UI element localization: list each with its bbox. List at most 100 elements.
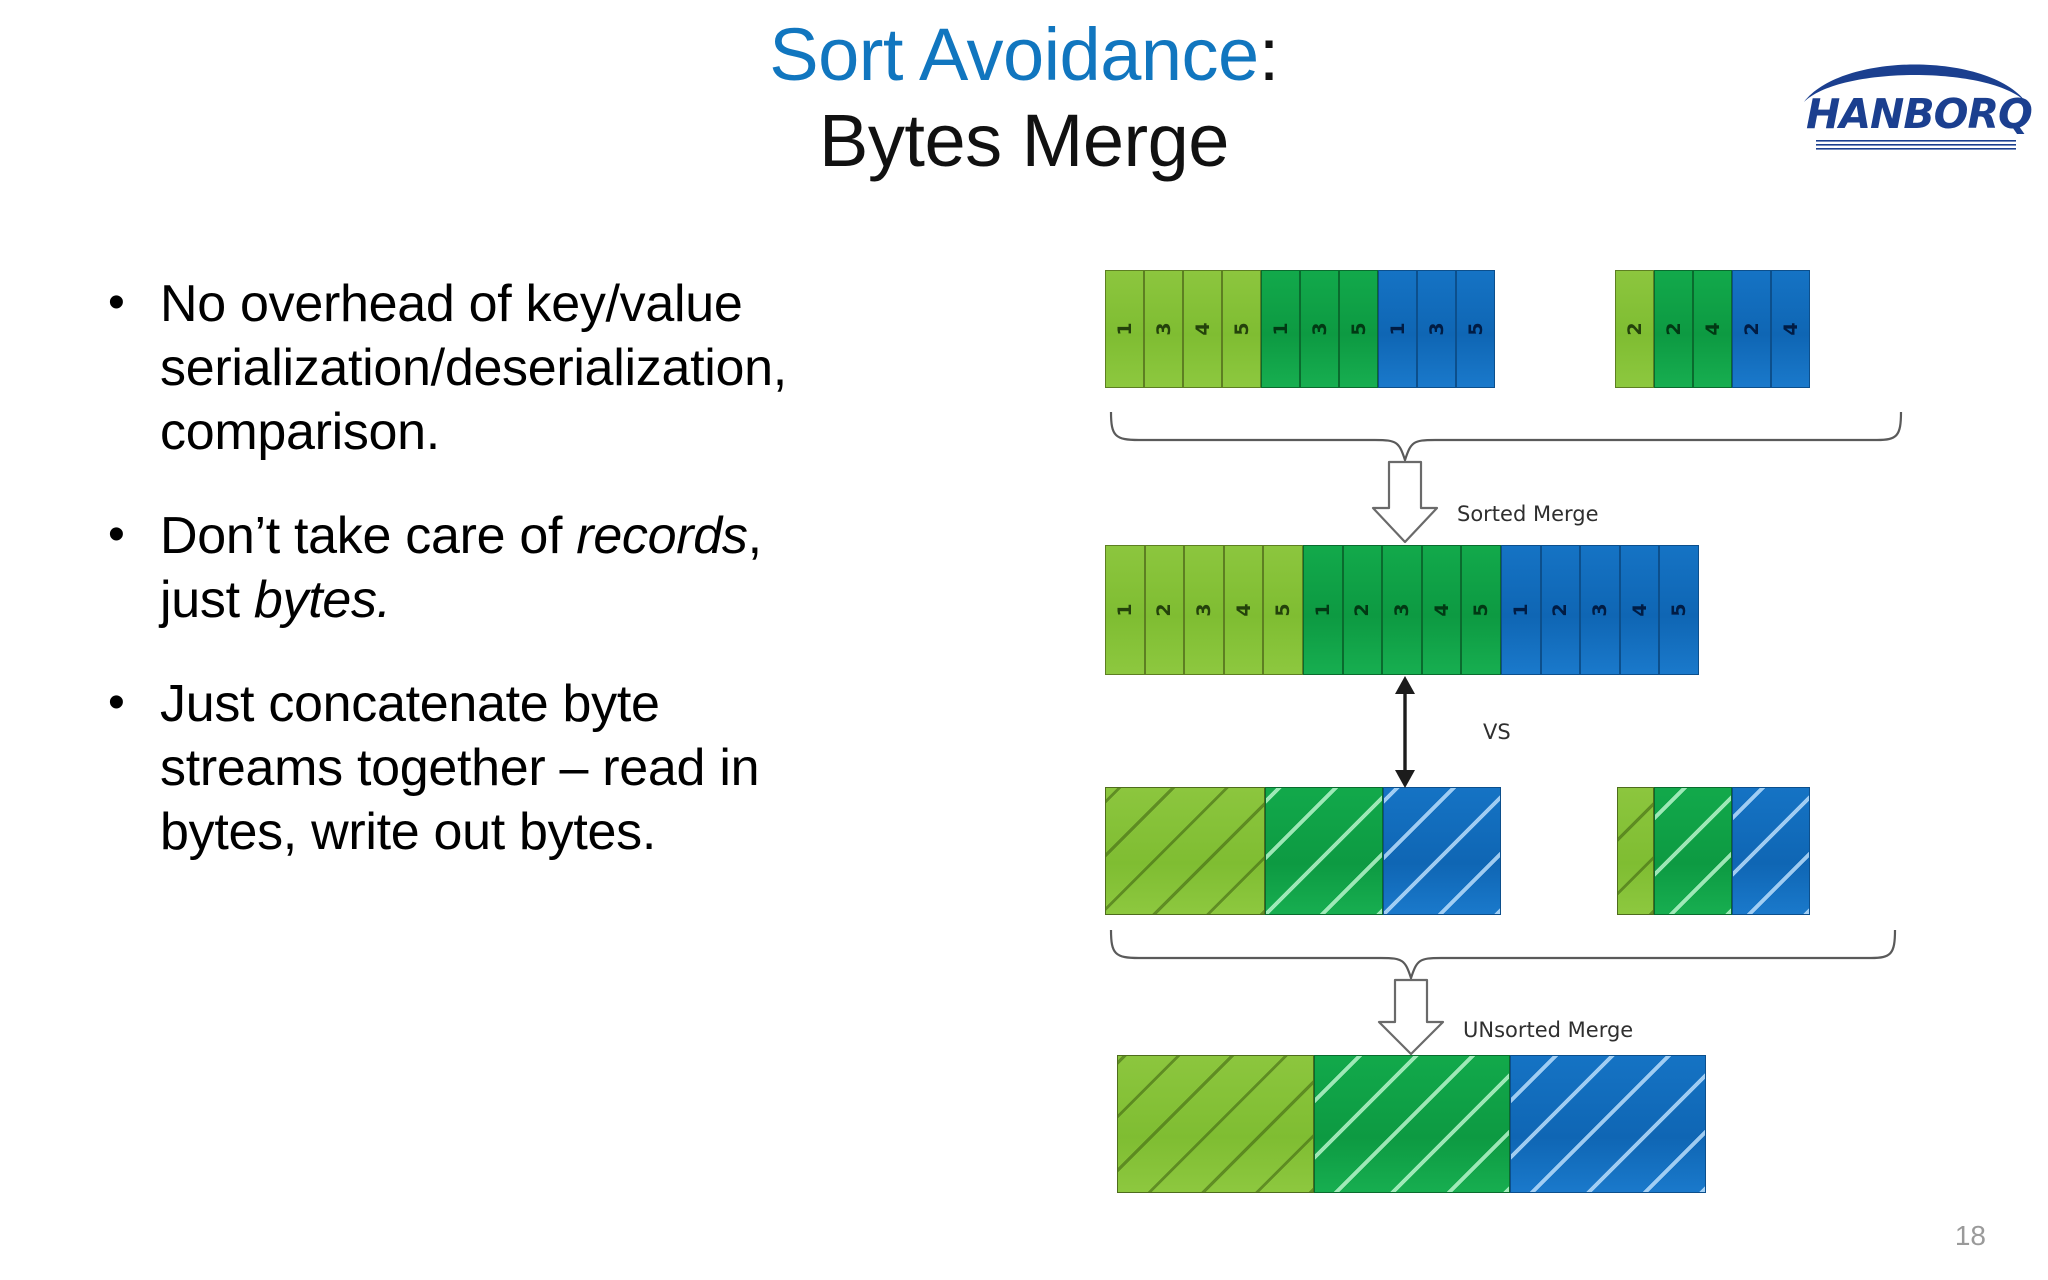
title-colon: :	[1258, 13, 1280, 96]
byte-cell-label: 5	[1230, 322, 1253, 336]
byte-cell: 1	[1105, 545, 1145, 675]
byte-cell: 5	[1659, 545, 1699, 675]
logo-underline-icon	[1816, 140, 2016, 150]
byte-cell: 5	[1339, 270, 1378, 388]
sorted-merge-label: Sorted Merge	[1457, 502, 1599, 526]
byte-cell: 3	[1580, 545, 1620, 675]
byte-cell-label: 2	[1351, 603, 1374, 617]
byte-cell-label: 4	[1191, 322, 1214, 336]
page-title: Sort Avoidance: Bytes Merge	[0, 18, 2048, 178]
byte-stream-block	[1732, 787, 1810, 915]
byte-cell-label: 3	[1308, 322, 1331, 336]
byte-cell: 4	[1421, 545, 1462, 675]
bullet-segment: Just concatenate byte streams together –…	[160, 675, 760, 861]
bytes-row-group-a	[1105, 787, 1501, 915]
bullet-text: No overhead of key/value serialization/d…	[160, 272, 844, 464]
byte-cell: 4	[1771, 270, 1810, 388]
byte-cell-label: 4	[1628, 603, 1651, 617]
bullet-list: • No overhead of key/value serialization…	[104, 272, 844, 904]
byte-cell: 3	[1382, 545, 1422, 675]
byte-cell: 4	[1619, 545, 1660, 675]
byte-cell: 5	[1263, 545, 1303, 675]
byte-cell: 3	[1184, 545, 1224, 675]
byte-cell-label: 3	[1390, 603, 1413, 617]
byte-cell-label: 1	[1113, 322, 1136, 336]
bullet-segment-italic: bytes.	[253, 571, 391, 629]
bullet-marker-icon: •	[108, 676, 125, 729]
byte-cell-label: 2	[1740, 322, 1763, 336]
unsorted-merge-label: UNsorted Merge	[1463, 1018, 1634, 1042]
byte-stream-block	[1314, 1055, 1510, 1193]
byte-stream-block	[1654, 787, 1732, 915]
bullet-text: Just concatenate byte streams together –…	[160, 672, 844, 864]
byte-cell-label: 3	[1588, 603, 1611, 617]
byte-cell-label: 4	[1232, 603, 1255, 617]
byte-cell: 1	[1261, 270, 1300, 388]
byte-cell-label: 4	[1430, 603, 1453, 617]
byte-cell-label: 2	[1662, 322, 1685, 336]
byte-cell: 1	[1378, 270, 1417, 388]
bullet-segment: Don’t take care of	[160, 507, 577, 565]
hanborq-logo: HANBORQ	[1800, 44, 2033, 156]
byte-cell: 2	[1342, 545, 1383, 675]
input-row-group-a: 1 3 4 5 1 3 5 1 3 5	[1105, 270, 1495, 388]
byte-cell-label: 4	[1701, 322, 1724, 336]
byte-cell-label: 5	[1470, 603, 1493, 617]
byte-cell-label: 3	[1425, 322, 1448, 336]
byte-cell: 1	[1302, 545, 1343, 675]
byte-stream-block	[1510, 1055, 1706, 1193]
list-item: • Just concatenate byte streams together…	[104, 672, 844, 864]
byte-cell-label: 1	[1311, 603, 1334, 617]
page-number: 18	[1954, 1220, 1986, 1251]
byte-cell: 3	[1144, 270, 1183, 388]
byte-cell: 2	[1615, 270, 1654, 388]
bullet-segment-italic: records	[576, 507, 748, 565]
byte-cell: 1	[1500, 545, 1541, 675]
byte-cell-label: 2	[1623, 322, 1646, 336]
byte-cell: 2	[1732, 270, 1771, 388]
bullet-text: Don’t take care of records, just bytes.	[160, 504, 844, 632]
bullet-marker-icon: •	[108, 508, 125, 561]
byte-cell: 5	[1456, 270, 1495, 388]
byte-cell-label: 5	[1347, 322, 1370, 336]
byte-cell: 3	[1417, 270, 1456, 388]
byte-cell-label: 1	[1269, 322, 1292, 336]
title-secondary-text: Bytes Merge	[819, 99, 1229, 182]
byte-cell-label: 3	[1192, 603, 1215, 617]
bytes-row-group-b	[1617, 787, 1810, 915]
logo-wordmark: HANBORQ	[1806, 90, 2033, 138]
list-item: • Don’t take care of records, just bytes…	[104, 504, 844, 632]
byte-cell: 2	[1540, 545, 1581, 675]
logo-arc-icon	[1804, 64, 2026, 102]
byte-cell: 3	[1300, 270, 1339, 388]
byte-cell-label: 2	[1549, 603, 1572, 617]
byte-cell: 4	[1693, 270, 1732, 388]
title-primary-text: Sort Avoidance	[769, 13, 1259, 96]
byte-stream-block	[1265, 787, 1383, 915]
byte-stream-block	[1117, 1055, 1314, 1193]
bullet-segment: No overhead of key/value serialization/d…	[160, 275, 787, 461]
byte-cell: 2	[1144, 545, 1185, 675]
title-line-primary: Sort Avoidance:	[0, 18, 2048, 92]
byte-cell: 1	[1105, 270, 1144, 388]
byte-cell: 4	[1183, 270, 1222, 388]
vs-label: VS	[1483, 720, 1511, 744]
list-item: • No overhead of key/value serialization…	[104, 272, 844, 464]
byte-stream-block	[1105, 787, 1265, 915]
byte-cell-label: 1	[1509, 603, 1532, 617]
bullet-marker-icon: •	[108, 276, 125, 329]
input-row-group-b: 2 2 4 2 4	[1615, 270, 1810, 388]
byte-cell-label: 1	[1113, 603, 1136, 617]
byte-cell-label: 3	[1152, 322, 1175, 336]
byte-cell-label: 1	[1386, 322, 1409, 336]
byte-cell-label: 5	[1668, 603, 1691, 617]
byte-stream-block	[1383, 787, 1501, 915]
byte-cell-label: 4	[1779, 322, 1802, 336]
byte-stream-block	[1617, 787, 1654, 915]
byte-cell: 2	[1654, 270, 1693, 388]
byte-cell-label: 5	[1464, 322, 1487, 336]
bytes-output-row	[1117, 1055, 1706, 1193]
byte-cell-label: 2	[1153, 603, 1176, 617]
